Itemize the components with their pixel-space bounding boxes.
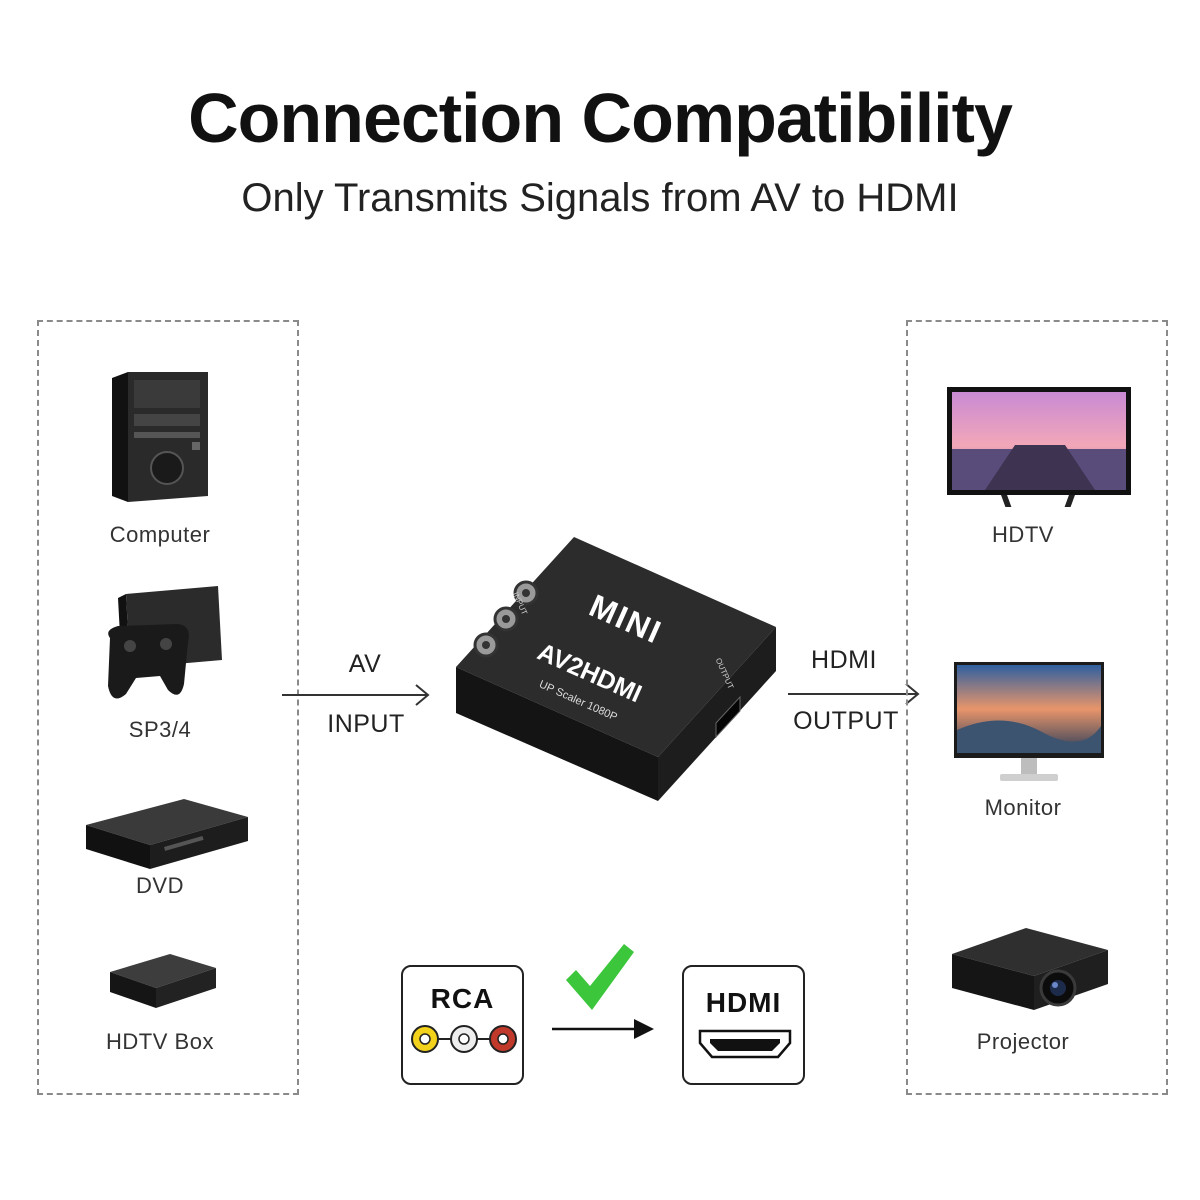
conversion-arrow	[552, 1016, 656, 1042]
dvd-player-icon	[84, 795, 250, 871]
rca-plugs-icon	[407, 1019, 521, 1059]
device-label-projector: Projector	[976, 1029, 1070, 1054]
device-label-computer: Computer	[109, 522, 211, 547]
av-label: AV	[348, 650, 382, 678]
device-label-dvd: DVD	[136, 873, 184, 898]
output-devices-panel	[906, 320, 1168, 1095]
device-label-hdtv: HDTV	[992, 522, 1054, 547]
device-label-sp34: SP3/4	[128, 717, 192, 742]
rca-label: RCA	[430, 983, 495, 1014]
output-label: OUTPUT	[793, 707, 899, 735]
input-label: INPUT	[327, 710, 405, 738]
input-devices-panel	[37, 320, 299, 1095]
tv-box-icon	[106, 950, 218, 1016]
input-arrow	[282, 682, 434, 708]
television-icon	[945, 385, 1133, 509]
game-console-icon	[96, 584, 226, 708]
device-label-monitor: Monitor	[984, 795, 1062, 820]
output-arrow	[788, 681, 924, 707]
hdmi-port-icon	[698, 1027, 792, 1061]
computer-tower-icon	[108, 368, 212, 504]
hdmi-connector-box: HDMI	[682, 965, 805, 1085]
rca-connector-box: RCA	[401, 965, 524, 1085]
monitor-icon	[952, 660, 1106, 784]
device-label-hdtv-box: HDTV Box	[106, 1029, 214, 1054]
page-subtitle: Only Transmits Signals from AV to HDMI	[241, 176, 959, 220]
hdmi-label: HDMI	[811, 646, 877, 674]
page-title: Connection Compatibility	[188, 79, 1013, 157]
av2hdmi-adapter: MINI AV2HDMI UP Scaler 1080P INPUT OUTPU…	[446, 535, 782, 803]
projector-icon	[946, 924, 1112, 1012]
green-check-icon	[562, 940, 636, 1012]
hdmi-box-label: HDMI	[705, 987, 782, 1018]
